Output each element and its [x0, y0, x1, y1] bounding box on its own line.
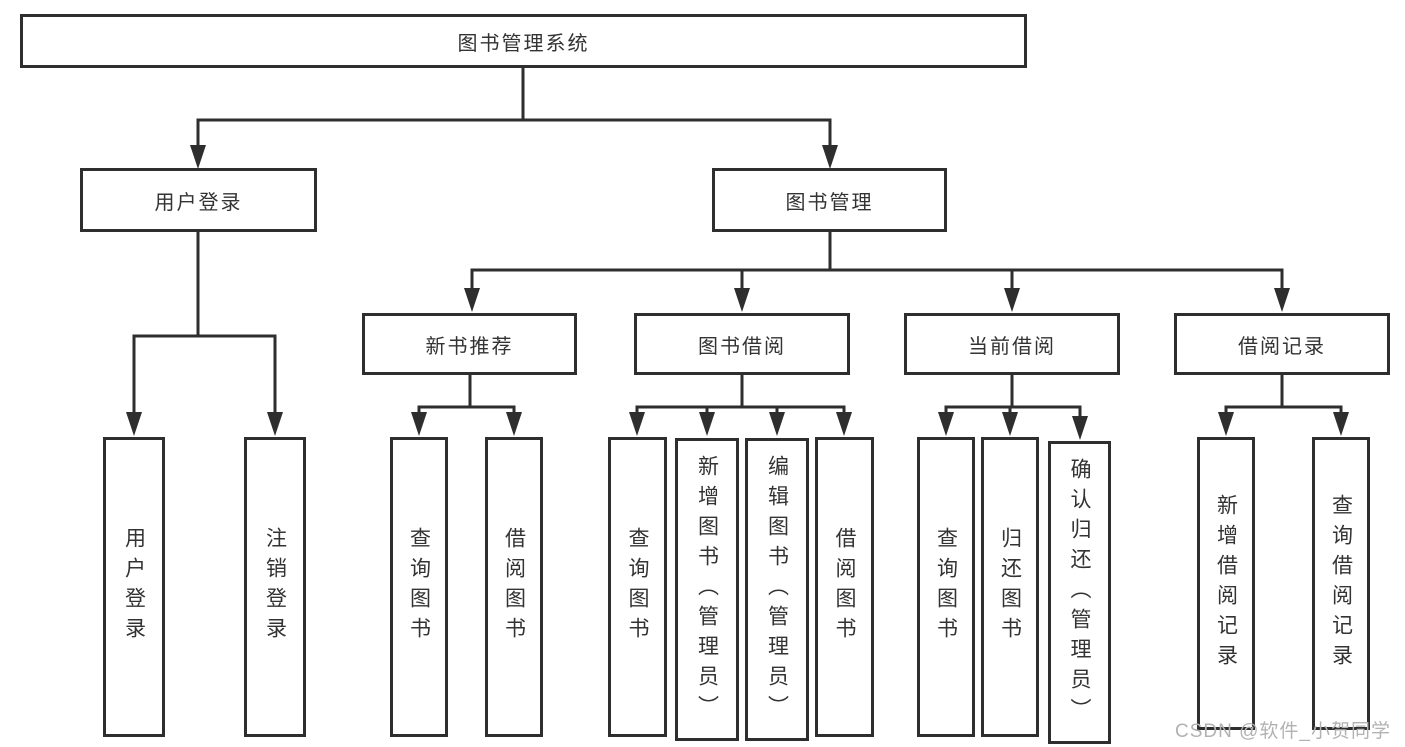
arrow-down-icon [411, 412, 427, 436]
node-user-login-label: 用户登录 [154, 191, 243, 214]
leaf-confirm-return-admin: 确认归还（管理员） [1048, 441, 1111, 744]
csdn-watermark: CSDN @软件_小贺同学 [1175, 721, 1391, 742]
arrow-down-icon [836, 412, 852, 436]
arrow-down-icon [190, 145, 206, 169]
connector-user-login-to-children [126, 232, 283, 436]
node-root: 图书管理系统 [20, 14, 1027, 68]
arrow-down-icon [1333, 412, 1349, 436]
leaf-confirm-return-admin-label: 确认归还（管理员） [1068, 457, 1091, 728]
leaf-query-borrow-record: 查询借阅记录 [1312, 437, 1370, 730]
arrow-down-icon [1218, 412, 1234, 436]
connector-borrow-records-to-children [1218, 375, 1349, 436]
leaf-borrow-books-label: 借阅图书 [833, 527, 856, 647]
leaf-query-books-recommend: 查询图书 [390, 437, 448, 737]
connector-new-book-to-children [411, 375, 522, 436]
leaf-query-books-current: 查询图书 [917, 437, 975, 737]
arrow-down-icon [734, 288, 750, 312]
leaf-borrow-books-recommend-label: 借阅图书 [502, 527, 526, 647]
node-new-book-recommendation: 新书推荐 [362, 313, 577, 375]
arrow-down-icon [822, 145, 838, 169]
leaf-logout: 注销登录 [244, 437, 306, 737]
arrow-down-icon [1002, 412, 1018, 436]
leaf-borrow-books: 借阅图书 [815, 437, 874, 737]
arrow-down-icon [126, 412, 142, 436]
node-root-label: 图书管理系统 [457, 32, 590, 55]
connector-book-borrow-to-children [629, 375, 852, 436]
leaf-add-borrow-record: 新增借阅记录 [1197, 437, 1255, 730]
node-book-borrowing: 图书借阅 [634, 313, 850, 375]
leaf-return-books: 归还图书 [981, 437, 1039, 737]
node-book-management-label: 图书管理 [785, 191, 874, 214]
node-book-borrowing-label: 图书借阅 [698, 335, 786, 358]
leaf-return-books-label: 归还图书 [998, 527, 1022, 647]
node-borrowing-records-label: 借阅记录 [1238, 335, 1326, 358]
arrow-down-icon [629, 412, 645, 436]
node-user-login: 用户登录 [80, 168, 317, 232]
node-current-borrowing: 当前借阅 [904, 313, 1120, 375]
node-book-management: 图书管理 [712, 168, 947, 232]
arrow-down-icon [267, 412, 283, 436]
connector-root-to-level1 [190, 68, 838, 169]
connector-book-management-to-level2 [464, 232, 1290, 312]
leaf-query-borrow-record-label: 查询借阅记录 [1329, 493, 1353, 674]
leaf-logout-label: 注销登录 [263, 527, 287, 647]
connector-current-borrow-to-children [938, 375, 1088, 440]
leaf-query-books-borrow-label: 查询图书 [626, 527, 649, 647]
leaf-add-books-admin: 新增图书（管理员） [675, 438, 739, 741]
arrow-down-icon [769, 412, 785, 436]
arrow-down-icon [464, 288, 480, 312]
leaf-borrow-books-recommend: 借阅图书 [485, 437, 543, 737]
leaf-query-books-current-label: 查询图书 [934, 527, 958, 647]
arrow-down-icon [1004, 288, 1020, 312]
arrow-down-icon [699, 412, 715, 436]
leaf-user-login: 用户登录 [103, 437, 165, 737]
leaf-edit-books-admin-label: 编辑图书（管理员） [765, 454, 789, 725]
arrow-down-icon [1072, 416, 1088, 440]
arrow-down-icon [1274, 288, 1290, 312]
leaf-add-books-admin-label: 新增图书（管理员） [695, 454, 719, 725]
arrow-down-icon [506, 412, 522, 436]
leaf-add-borrow-record-label: 新增借阅记录 [1214, 493, 1238, 674]
leaf-query-books-borrow: 查询图书 [608, 437, 667, 737]
leaf-query-books-recommend-label: 查询图书 [407, 527, 431, 647]
leaf-edit-books-admin: 编辑图书（管理员） [745, 438, 809, 741]
node-borrowing-records: 借阅记录 [1174, 313, 1390, 375]
leaf-user-login-label: 用户登录 [122, 527, 146, 647]
node-new-book-recommendation-label: 新书推荐 [425, 335, 514, 358]
node-current-borrowing-label: 当前借阅 [968, 335, 1056, 358]
arrow-down-icon [938, 412, 954, 436]
